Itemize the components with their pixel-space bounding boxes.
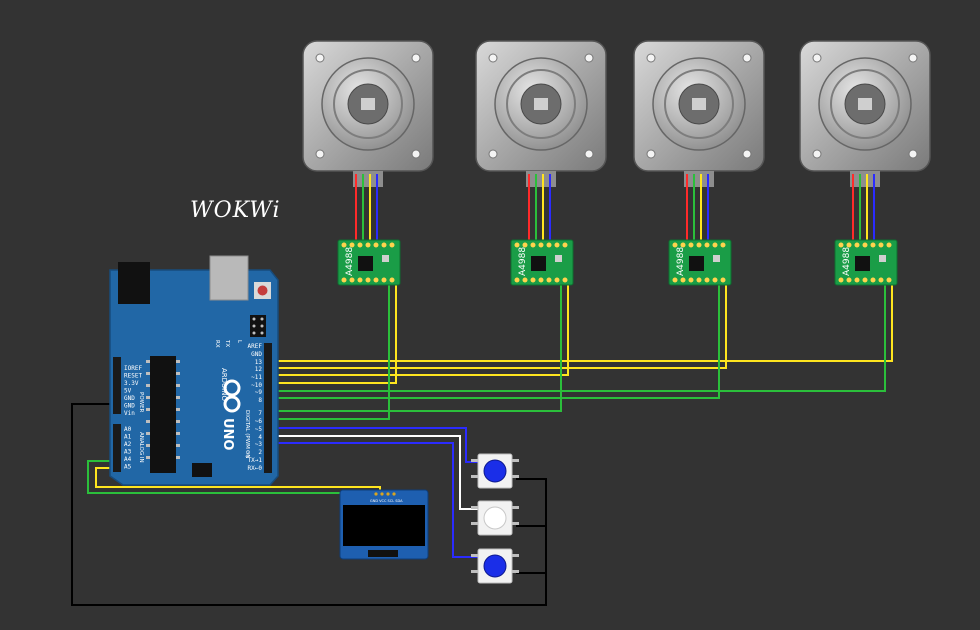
wires [71,285,893,606]
pin-label: GND [124,403,135,410]
arduino-uno[interactable]: ARDUINO UNO DIGITAL (PWM ~) POWER ANALOG… [109,255,279,486]
wire-step-motor-1 [270,285,397,384]
left-pin-labels: IOREF RESET 3.3V 5V GND GND Vin A0 A1 A2… [124,365,142,471]
pin-label: A0 [124,426,132,433]
driver-2[interactable]: A4988 [510,239,574,286]
driver-label: A4988 [518,247,528,276]
on-label: ON [244,450,250,458]
oled-pin-labels: GND VCC SCL SDA [370,499,403,503]
pin-label: GND [124,395,135,402]
driver-4[interactable]: A4988 [834,239,898,286]
motor-cables [355,174,875,242]
digital-label: DIGITAL (PWM ~) [244,410,250,457]
power-jack [118,262,150,304]
pin-label: A1 [124,434,132,441]
wire-dir-motor-4 [270,285,886,392]
wire-dir-motor-3 [270,285,720,399]
wire-gnd-btn1 [516,478,547,573]
push-button-2[interactable] [471,500,519,536]
pin-label: 8 [258,397,262,404]
pin-label: 12 [255,366,263,373]
pin-label: 3.3V [124,380,139,387]
wire-step-motor-2 [270,285,569,376]
pin-label: ~3 [255,441,263,448]
stepper-motor-4[interactable] [799,40,931,187]
power-label: POWER [138,392,144,413]
pin-label: AREF [248,343,263,350]
arduino-logo-icon [223,379,241,413]
driver-1[interactable]: A4988 [337,239,401,286]
pin-label: A4 [124,456,132,463]
stepper-motor-3[interactable] [633,40,765,187]
rx-label: RX [214,340,220,348]
wire-button-1 [270,427,478,463]
pin-label: ~9 [255,389,263,396]
driver-label: A4988 [345,247,355,276]
arduino-logo-text: ARDUINO [220,368,228,401]
pin-label: A2 [124,441,132,448]
stepper-motor-2[interactable] [475,40,607,187]
pin-label: ~5 [255,426,263,433]
driver-label: A4988 [842,247,852,276]
pin-label: GND [251,351,262,358]
pin-label: Vin [124,410,135,417]
pin-label: 2 [258,449,262,456]
stepper-motor-1[interactable] [302,40,434,187]
driver-3[interactable]: A4988 [668,239,732,286]
arduino-model: UNO [220,418,235,451]
tx-label: TX [224,339,230,347]
pin-label: A3 [124,449,132,456]
l-label: L [236,340,242,344]
wire-dir-motor-2 [270,285,562,412]
pin-label: 5V [124,388,132,395]
pin-label: ~6 [255,418,263,425]
pin-label: 13 [255,359,263,366]
wire-button-3 [270,442,478,558]
oled-screen [343,505,425,546]
pin-label: TX→1 [248,457,263,464]
arduino-labels: ARDUINO UNO DIGITAL (PWM ~) POWER ANALOG… [138,339,250,463]
wire-step-motor-4 [270,285,893,362]
usb-connector [209,255,249,301]
pin-label: RESET [124,373,142,380]
pin-label: 4 [258,434,262,441]
microcontroller-chip [150,356,176,473]
pin-label: RX←0 [248,465,263,472]
push-button-1[interactable] [471,453,519,489]
wire-step-motor-3 [270,285,727,369]
right-pin-labels: AREF GND 13 12 ~11 ~10 ~9 8 7 ~6 ~5 4 ~3… [248,343,263,472]
wokwi-logo: WOKWi [190,198,281,223]
pin-label: A5 [124,464,132,471]
pin-label: IOREF [124,365,142,372]
driver-label: A4988 [676,247,686,276]
wire-button-2 [270,435,478,510]
pin-label: ~10 [251,382,262,389]
wire-gnd [71,403,547,606]
oled-display[interactable]: GND VCC SCL SDA [339,489,429,560]
wire-dir-motor-1 [270,285,390,420]
push-button-3[interactable] [471,548,519,584]
pin-label: ~11 [251,374,262,381]
pin-label: 7 [258,410,262,417]
analog-label: ANALOG IN [138,432,144,463]
